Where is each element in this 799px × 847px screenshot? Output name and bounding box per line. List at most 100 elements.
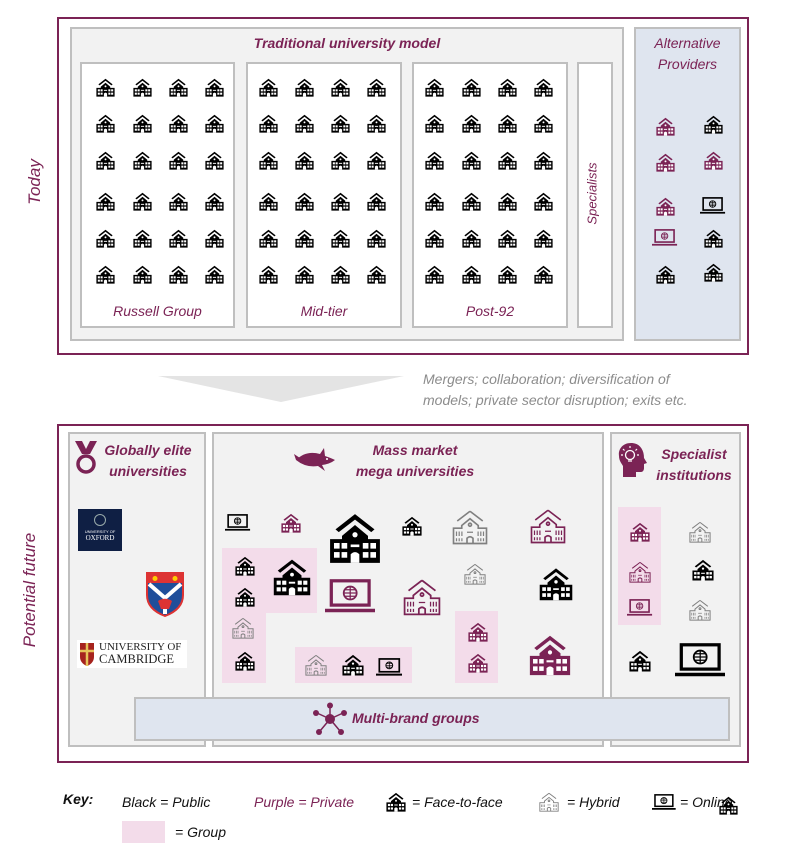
face-to-face-school-icon [497, 114, 517, 133]
face-to-face-school-icon [330, 192, 350, 211]
oxford-logo-text-1: UNIVERSITY OF [84, 529, 116, 534]
online-laptop-icon [700, 197, 726, 215]
face-to-face-school-icon [168, 265, 188, 284]
key-private: Purple = Private [254, 794, 354, 810]
face-to-face-school-icon [497, 78, 517, 97]
face-to-face-school-icon [424, 78, 444, 97]
russell-group-label: Russell Group [113, 303, 202, 319]
face-to-face-school-icon [461, 114, 481, 133]
face-to-face-school-icon [655, 153, 675, 172]
post-92-label: Post-92 [465, 303, 515, 319]
face-to-face-school-icon [655, 117, 675, 136]
hybrid-school-icon [539, 792, 559, 812]
face-to-face-school-icon [204, 114, 224, 133]
face-to-face-school-icon [461, 78, 481, 97]
face-to-face-school-icon [366, 151, 386, 170]
alternative-providers-panel [634, 27, 741, 341]
face-to-face-school-icon [294, 151, 314, 170]
face-to-face-school-icon [95, 229, 115, 248]
face-to-face-school-icon [132, 229, 152, 248]
face-to-face-school-icon [132, 114, 152, 133]
alternative-providers-title-2: Providers [657, 56, 718, 72]
face-to-face-school-icon [630, 522, 650, 542]
face-to-face-school-icon [703, 263, 723, 282]
network-icon [313, 702, 347, 735]
face-to-face-school-icon [95, 265, 115, 284]
face-to-face-school-icon [95, 151, 115, 170]
specialists-label: Specialists [584, 162, 600, 225]
face-to-face-school-icon [497, 265, 517, 284]
today-frame [57, 17, 749, 355]
key-public: Black = Public [122, 794, 211, 810]
online-laptop-icon [674, 643, 726, 678]
face-to-face-school-icon [424, 114, 444, 133]
hybrid-school-icon [689, 599, 711, 621]
face-to-face-school-icon [718, 796, 738, 815]
transition-text-2: models; private sector disruption; exits… [423, 392, 688, 408]
online-laptop-icon [652, 793, 676, 810]
face-to-face-school-icon [386, 792, 406, 812]
face-to-face-school-icon [168, 114, 188, 133]
face-to-face-school-icon [533, 151, 553, 170]
face-to-face-school-icon [95, 192, 115, 211]
face-to-face-school-icon [533, 192, 553, 211]
face-to-face-school-icon [533, 265, 553, 284]
specialist-title-2: institutions [656, 467, 732, 483]
online-laptop-icon [324, 579, 376, 614]
mid-tier-column [246, 62, 402, 328]
face-to-face-school-icon [330, 114, 350, 133]
potential-future-label: Potential future [20, 532, 39, 648]
traditional-model-title: Traditional university model [253, 35, 441, 51]
face-to-face-school-icon [461, 192, 481, 211]
transition-text-1: Mergers; collaboration; diversification … [423, 371, 670, 387]
face-to-face-school-icon [168, 229, 188, 248]
face-to-face-school-icon [703, 151, 723, 170]
key-group-swatch [122, 821, 165, 843]
shark-fish-icon [294, 448, 335, 471]
face-to-face-school-icon [294, 192, 314, 211]
hybrid-school-icon [530, 509, 566, 544]
face-to-face-school-icon [461, 151, 481, 170]
face-to-face-school-icon [235, 587, 255, 607]
face-to-face-school-icon [235, 651, 255, 671]
face-to-face-school-icon [533, 78, 553, 97]
hybrid-school-icon [305, 654, 327, 676]
key-title: Key: [63, 791, 94, 807]
online-laptop-icon [627, 599, 653, 617]
face-to-face-school-icon [366, 114, 386, 133]
face-to-face-school-icon [258, 78, 278, 97]
face-to-face-school-icon [461, 229, 481, 248]
future-frame [57, 424, 749, 763]
key-hybrid: = Hybrid [567, 794, 620, 810]
hybrid-school-icon [689, 521, 711, 543]
face-to-face-school-icon [204, 192, 224, 211]
face-to-face-school-icon [424, 229, 444, 248]
st-andrews-shield-logo [146, 572, 184, 617]
face-to-face-school-icon [132, 151, 152, 170]
elite-title-1: Globally elite [104, 442, 192, 458]
face-to-face-school-icon [539, 568, 573, 601]
face-to-face-school-icon [168, 192, 188, 211]
specialists-column [577, 62, 613, 328]
face-to-face-school-icon [95, 78, 115, 97]
face-to-face-school-icon [655, 197, 675, 216]
face-to-face-school-icon [366, 192, 386, 211]
face-to-face-school-icon [703, 115, 723, 134]
cambridge-logo-text-1: UNIVERSITY OF [99, 641, 182, 653]
face-to-face-school-icon [294, 265, 314, 284]
oxford-logo: UNIVERSITY OF OXFORD [78, 509, 122, 551]
face-to-face-school-icon [330, 151, 350, 170]
face-to-face-school-icon [235, 556, 255, 576]
face-to-face-school-icon [497, 151, 517, 170]
face-to-face-school-icon [330, 265, 350, 284]
specialist-title-1: Specialist [661, 446, 727, 462]
multi-brand-groups-label: Multi-brand groups [352, 710, 480, 726]
face-to-face-school-icon [424, 151, 444, 170]
face-to-face-school-icon [168, 151, 188, 170]
face-to-face-school-icon [273, 559, 311, 596]
face-to-face-school-icon [497, 229, 517, 248]
face-to-face-school-icon [529, 635, 571, 676]
online-laptop-icon [652, 229, 678, 247]
face-to-face-school-icon [258, 151, 278, 170]
hybrid-school-icon [452, 510, 488, 545]
